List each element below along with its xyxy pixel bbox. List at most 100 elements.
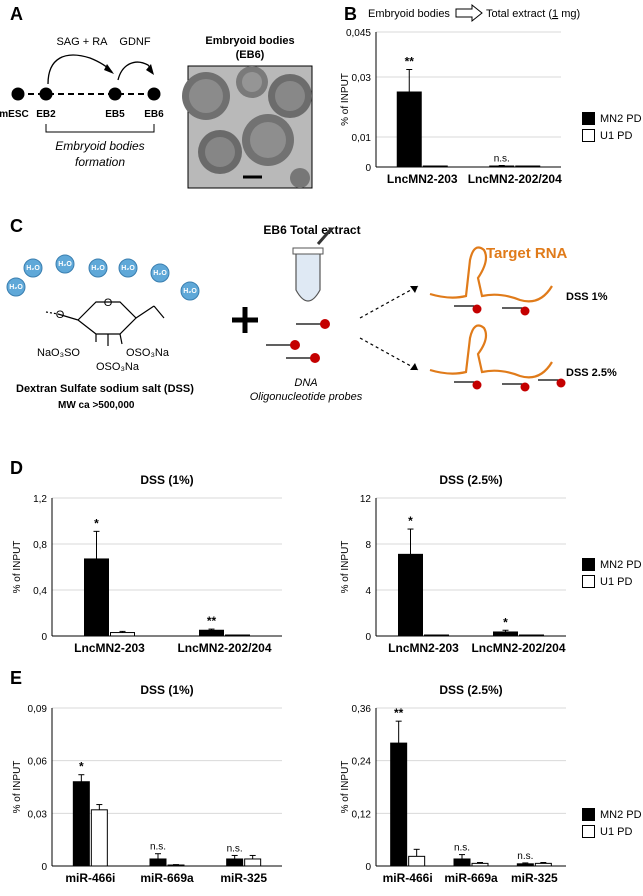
x-tick-label: LncMN2-203 <box>388 641 459 655</box>
y-tick-label: 0,12 <box>352 809 372 820</box>
chart-title: DSS (1%) <box>140 683 193 697</box>
bar-u1 <box>167 864 185 867</box>
bar-mn2 <box>84 558 109 637</box>
bar-u1 <box>244 858 262 867</box>
significance-marker: * <box>408 514 413 528</box>
legend-e-mn2: MN2 PD <box>582 806 642 823</box>
water-icon: H₂O <box>23 258 43 278</box>
significance-marker: ** <box>394 706 404 720</box>
bar-u1 <box>90 809 108 867</box>
x-tick-label: miR-325 <box>220 871 267 885</box>
y-tick-label: 0,01 <box>352 133 372 144</box>
water-label: H₂O <box>26 265 40 272</box>
arrow-dss1-head-icon <box>410 286 418 293</box>
y-tick-label: 0,09 <box>28 704 48 715</box>
y-tick-label: 1,2 <box>33 494 47 505</box>
panel-e-letter: E <box>10 668 23 688</box>
formation-label-2: formation <box>75 155 125 169</box>
y-tick-label: 4 <box>365 586 371 597</box>
ns-marker: n.s. <box>494 154 510 165</box>
chart-b: % of INPUT00,010,030,045LncMN2-203**LncM… <box>340 28 562 186</box>
y-tick-label: 8 <box>365 540 371 551</box>
water-label: H₂O <box>183 288 197 295</box>
legend-b-u1: U1 PD <box>582 127 642 144</box>
arrow-gdnf-head-icon <box>146 64 154 75</box>
significance-marker: * <box>94 516 99 530</box>
y-axis-label: % of INPUT <box>12 541 23 594</box>
arrow-to-dss25 <box>359 337 419 371</box>
chart-title: DSS (2.5%) <box>439 683 502 697</box>
panel-b-header: Embryoid bodies Total extract (1 mg) <box>368 3 580 23</box>
y-tick-label: 0,06 <box>28 757 48 768</box>
chart-e-dss25: DSS (2.5%)% of INPUT00,120,240,36miR-466… <box>340 683 566 885</box>
ns-marker: n.s. <box>150 842 166 853</box>
x-tick-label: LncMN2-203 <box>387 172 458 186</box>
rna-strand-dss1 <box>429 246 553 303</box>
legend-label-u1: U1 PD <box>600 575 633 588</box>
oligo-label: Oligonucleotide probes <box>250 391 363 403</box>
x-tick-label: LncMN2-202/204 <box>177 641 271 655</box>
bar-u1 <box>471 862 489 867</box>
dna-probes <box>266 323 322 359</box>
y-tick-label: 0,03 <box>28 809 48 820</box>
chart-d-dss1: DSS (1%)% of INPUT00,40,81,2LncMN2-203*L… <box>12 473 282 655</box>
bar-mn2 <box>390 742 408 867</box>
panel-b-header-left: Embryoid bodies <box>368 8 450 20</box>
mesc-label: mESC <box>0 109 29 120</box>
legend-swatch-mn2 <box>582 558 595 571</box>
y-tick-label: 0,03 <box>352 73 372 84</box>
x-tick-label: miR-325 <box>511 871 558 885</box>
bar-mn2 <box>453 858 471 867</box>
chart-title: DSS (1%) <box>140 473 193 487</box>
eb5-dot <box>108 87 122 101</box>
y-axis-label: % of INPUT <box>340 73 351 126</box>
legend-e-u1: U1 PD <box>582 823 642 840</box>
arrow-gdnf <box>117 61 153 81</box>
legend-label-mn2: MN2 PD <box>600 558 642 571</box>
y-tick-label: 0,36 <box>352 704 372 715</box>
x-tick-label: LncMN2-202/204 <box>468 172 562 186</box>
dextran-sulfate-structure <box>45 301 165 346</box>
rna-strand-dss25 <box>429 324 553 379</box>
dextran-mw: MW ca >500,000 <box>58 400 135 411</box>
bound-probes-dss25 <box>454 379 560 385</box>
header-right-amount: 1 <box>552 8 558 20</box>
embryoid-bodies-micrograph <box>182 65 313 189</box>
bar-mn2 <box>516 863 534 867</box>
y-tick-label: 0,045 <box>346 28 371 39</box>
chem-right-label: OSO₃Na <box>126 347 170 359</box>
panel-a-letter: A <box>10 4 23 24</box>
bar-mn2 <box>199 629 224 637</box>
chem-left-label: NaO₃SO <box>37 347 80 359</box>
y-tick-label: 0,4 <box>33 586 47 597</box>
water-icon: H₂O <box>6 277 26 297</box>
y-tick-label: 0 <box>41 632 47 643</box>
water-icon: H₂O <box>88 258 108 278</box>
plus-icon <box>232 307 258 333</box>
ns-marker: n.s. <box>517 851 533 862</box>
y-axis-label: % of INPUT <box>12 761 23 814</box>
y-axis-label: % of INPUT <box>340 761 351 814</box>
legend-d-u1: U1 PD <box>582 573 642 590</box>
water-label: H₂O <box>9 284 23 291</box>
water-label: H₂O <box>58 261 72 268</box>
water-label: H₂O <box>153 270 167 277</box>
legend-b-mn2: MN2 PD <box>582 110 642 127</box>
bar-u1 <box>110 632 135 637</box>
bar-mn2 <box>489 165 515 168</box>
eb5-label: EB5 <box>105 109 125 120</box>
legend-d: MN2 PD U1 PD <box>582 556 642 590</box>
tube-icon <box>292 227 334 302</box>
y-tick-label: 0,8 <box>33 540 47 551</box>
bar-mn2 <box>493 631 518 637</box>
panel-c-title: EB6 Total extract <box>263 223 360 237</box>
bar-u1 <box>534 862 552 867</box>
arrow-sag-ra-head-icon <box>104 64 114 74</box>
water-label: H₂O <box>91 265 105 272</box>
y-axis-label: % of INPUT <box>340 541 351 594</box>
legend-swatch-mn2 <box>582 112 595 125</box>
arrow-sag-ra <box>47 54 113 85</box>
chart-title: DSS (2.5%) <box>439 473 502 487</box>
legend-label-u1: U1 PD <box>600 825 633 838</box>
panel-a-scheme: SAG + RA GDNF mESC EB2 EB5 EB6 Embryoid … <box>0 35 313 189</box>
